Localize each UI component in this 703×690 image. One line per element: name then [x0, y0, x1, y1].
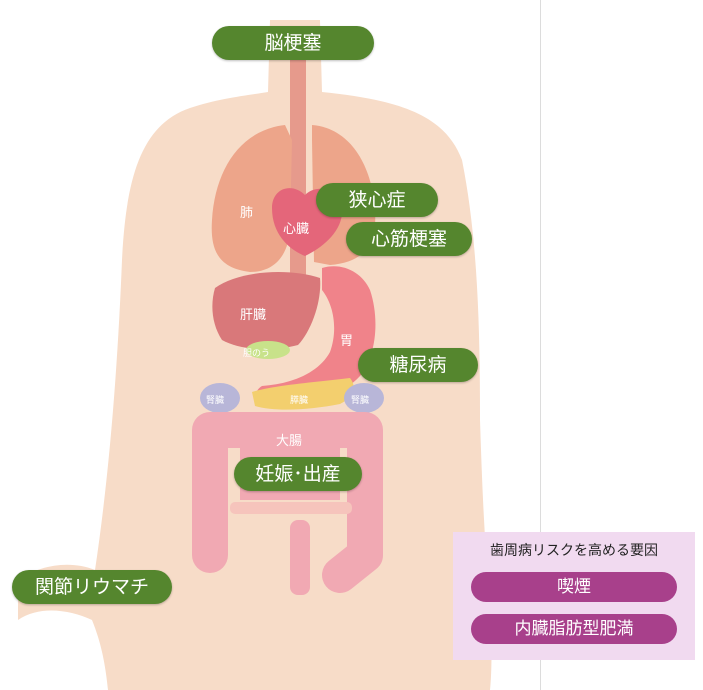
organ-label-kidney-left: 腎臓	[206, 396, 225, 406]
organ-label-lung: 肺	[240, 206, 254, 221]
risk-factor-box: 歯周病リスクを高める要因 喫煙 内臓脂肪型肥満	[453, 532, 695, 660]
transverse-band	[230, 502, 352, 514]
organ-label-gallbladder: 胆のう	[243, 349, 271, 359]
rectum	[290, 520, 310, 595]
risk-factor-title: 歯周病リスクを高める要因	[490, 543, 658, 559]
organ-label-heart: 心臓	[283, 222, 310, 237]
vertical-divider	[540, 0, 541, 690]
organ-label-colon: 大腸	[276, 434, 303, 449]
kidney-left	[200, 383, 240, 413]
lung-left	[211, 125, 292, 272]
stomach	[256, 266, 376, 405]
kidney-right	[344, 383, 384, 413]
label-rheumatoid-arthritis: 関節リウマチ	[12, 570, 172, 604]
gallbladder	[246, 341, 290, 359]
organ-label-stomach: 胃	[340, 334, 354, 349]
label-pregnancy: 妊娠･出産	[234, 457, 362, 491]
label-diabetes: 糖尿病	[358, 348, 478, 382]
organ-label-kidney-right: 腎臓	[351, 396, 370, 406]
label-myocardial-infarction: 心筋梗塞	[346, 222, 472, 256]
large-intestine	[192, 412, 383, 593]
pancreas	[252, 378, 354, 410]
risk-item-visceral-obesity: 内臓脂肪型肥満	[471, 614, 677, 644]
label-angina: 狭心症	[316, 183, 438, 217]
liver	[212, 272, 321, 350]
risk-item-smoking: 喫煙	[471, 572, 677, 602]
organ-label-liver: 肝臓	[240, 308, 267, 323]
label-stroke: 脳梗塞	[212, 26, 374, 60]
organ-label-pancreas: 膵臓	[290, 396, 309, 406]
